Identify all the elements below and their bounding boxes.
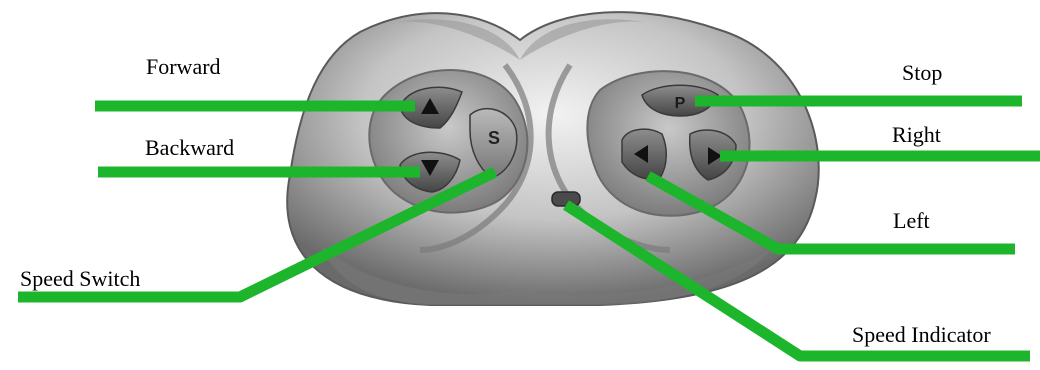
label-backward: Backward	[145, 137, 234, 159]
park-button-glyph: P	[675, 95, 686, 112]
speed-button-glyph: S	[488, 128, 500, 148]
label-speed-indicator: Speed Indicator	[852, 324, 991, 346]
label-forward: Forward	[146, 56, 221, 78]
speed-indicator-led	[552, 192, 580, 206]
label-left: Left	[893, 210, 930, 232]
label-right: Right	[892, 124, 941, 146]
label-speed-switch: Speed Switch	[20, 268, 140, 290]
label-stop: Stop	[902, 62, 942, 84]
